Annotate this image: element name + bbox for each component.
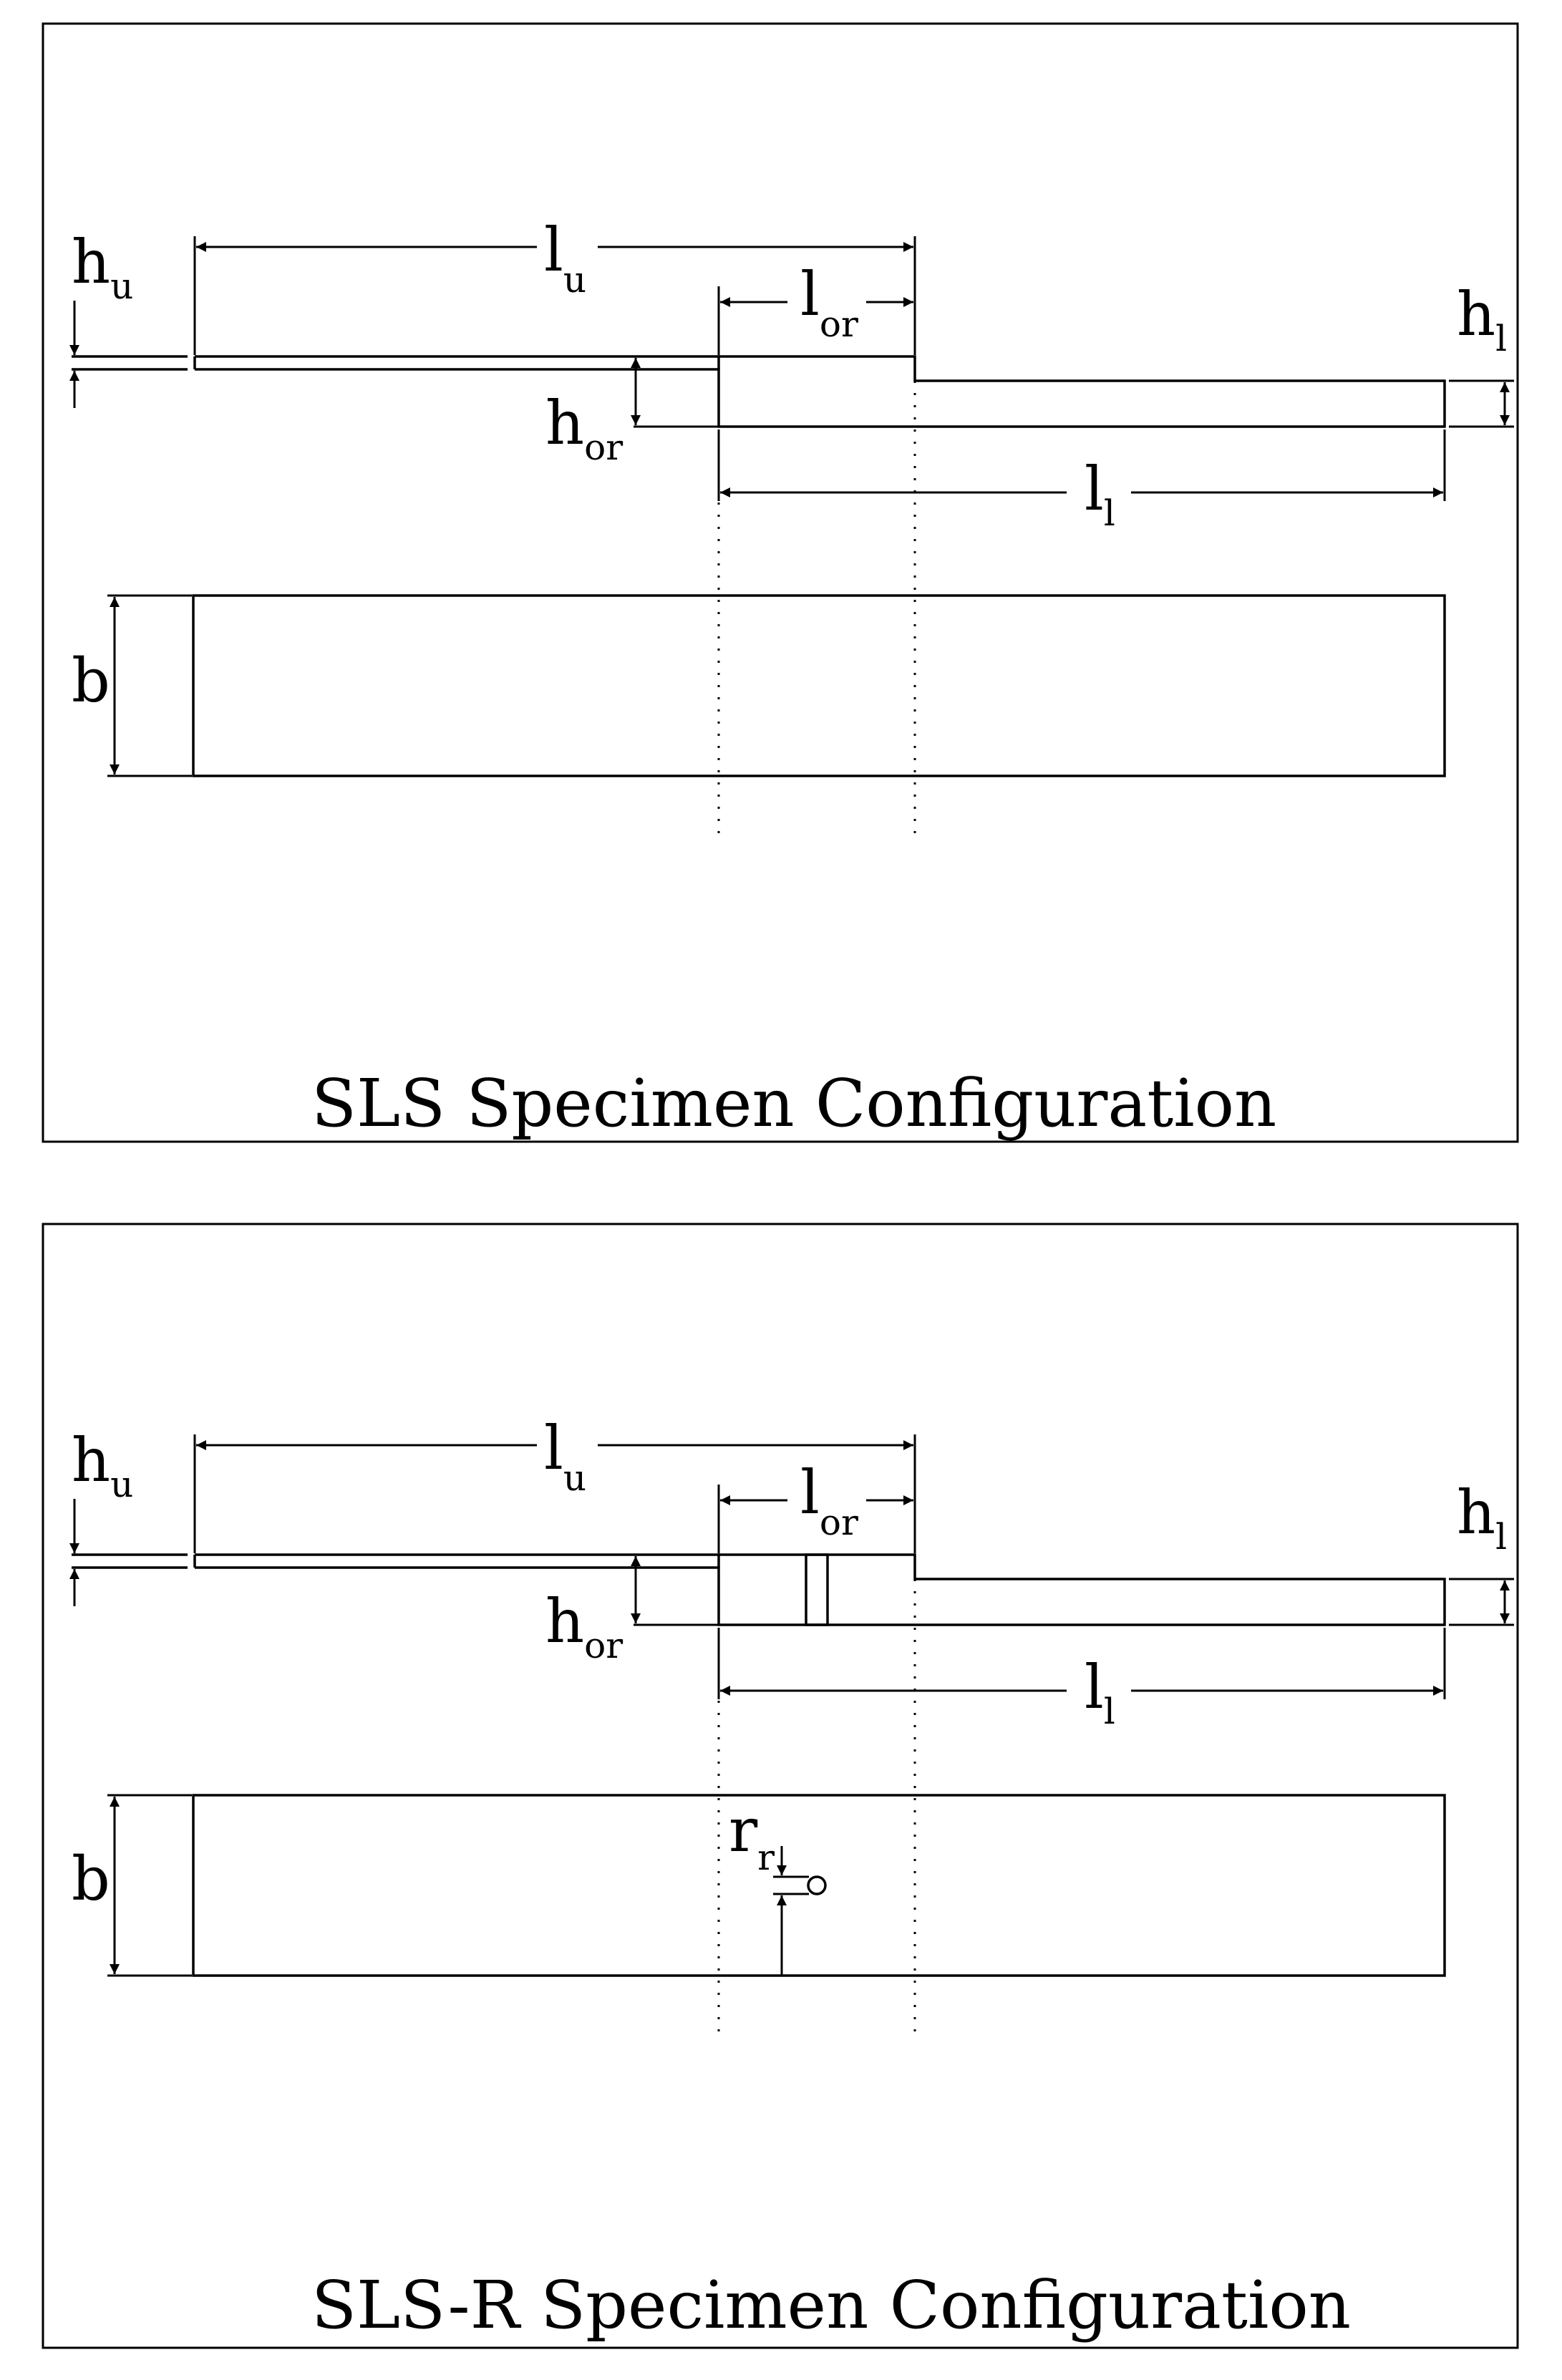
side-view: [72, 355, 1446, 428]
dimension-hu: hu: [69, 1425, 133, 1606]
label-hor: hor: [545, 1586, 623, 1666]
label-rr: rr: [729, 1795, 775, 1878]
caption-sls-r: SLS-R Specimen Configuration: [311, 2267, 1351, 2343]
dimension-lor: lor: [717, 1457, 913, 1553]
dimension-rr: rr: [729, 1795, 809, 1976]
label-b: b: [72, 1844, 110, 1914]
panel-sls: lu lor hu hor: [42, 22, 1519, 1143]
label-hu: hu: [72, 227, 133, 307]
dimension-hl: hl: [1449, 279, 1514, 428]
label-b: b: [72, 646, 110, 716]
side-view: [72, 1553, 1446, 1626]
dimension-hl: hl: [1449, 1477, 1514, 1626]
rivet-section: [805, 1553, 829, 1626]
label-hu: hu: [72, 1425, 133, 1505]
panel-frame: [42, 22, 1519, 1143]
label-hor: hor: [545, 388, 623, 468]
panel-frame: [42, 1223, 1519, 2349]
label-hl: hl: [1457, 1477, 1507, 1558]
label-lu: lu: [544, 215, 586, 301]
dimension-hor: hor: [545, 358, 641, 468]
dimension-hu: hu: [69, 227, 133, 408]
rivet-hole: [807, 1875, 827, 1895]
label-lor: lor: [800, 1457, 858, 1543]
dimension-ll: ll: [717, 429, 1446, 534]
panel-sls-r: lu lor hu hor: [42, 1223, 1519, 2349]
plan-view: [192, 1794, 1446, 1977]
plan-view: [192, 594, 1446, 777]
dimension-ll: ll: [717, 1628, 1446, 1732]
dimension-lu: lu: [193, 215, 916, 355]
dimension-lu: lu: [193, 1413, 916, 1553]
label-lor: lor: [800, 259, 858, 345]
caption-sls: SLS Specimen Configuration: [311, 1065, 1276, 1142]
dimension-b: b: [72, 594, 192, 777]
label-ll: ll: [1085, 454, 1115, 534]
label-ll: ll: [1085, 1652, 1115, 1732]
dimension-hor: hor: [545, 1556, 641, 1666]
label-hl: hl: [1457, 279, 1507, 359]
dimension-b: b: [72, 1794, 192, 1977]
dimension-lor: lor: [717, 259, 913, 355]
label-lu: lu: [544, 1413, 586, 1499]
